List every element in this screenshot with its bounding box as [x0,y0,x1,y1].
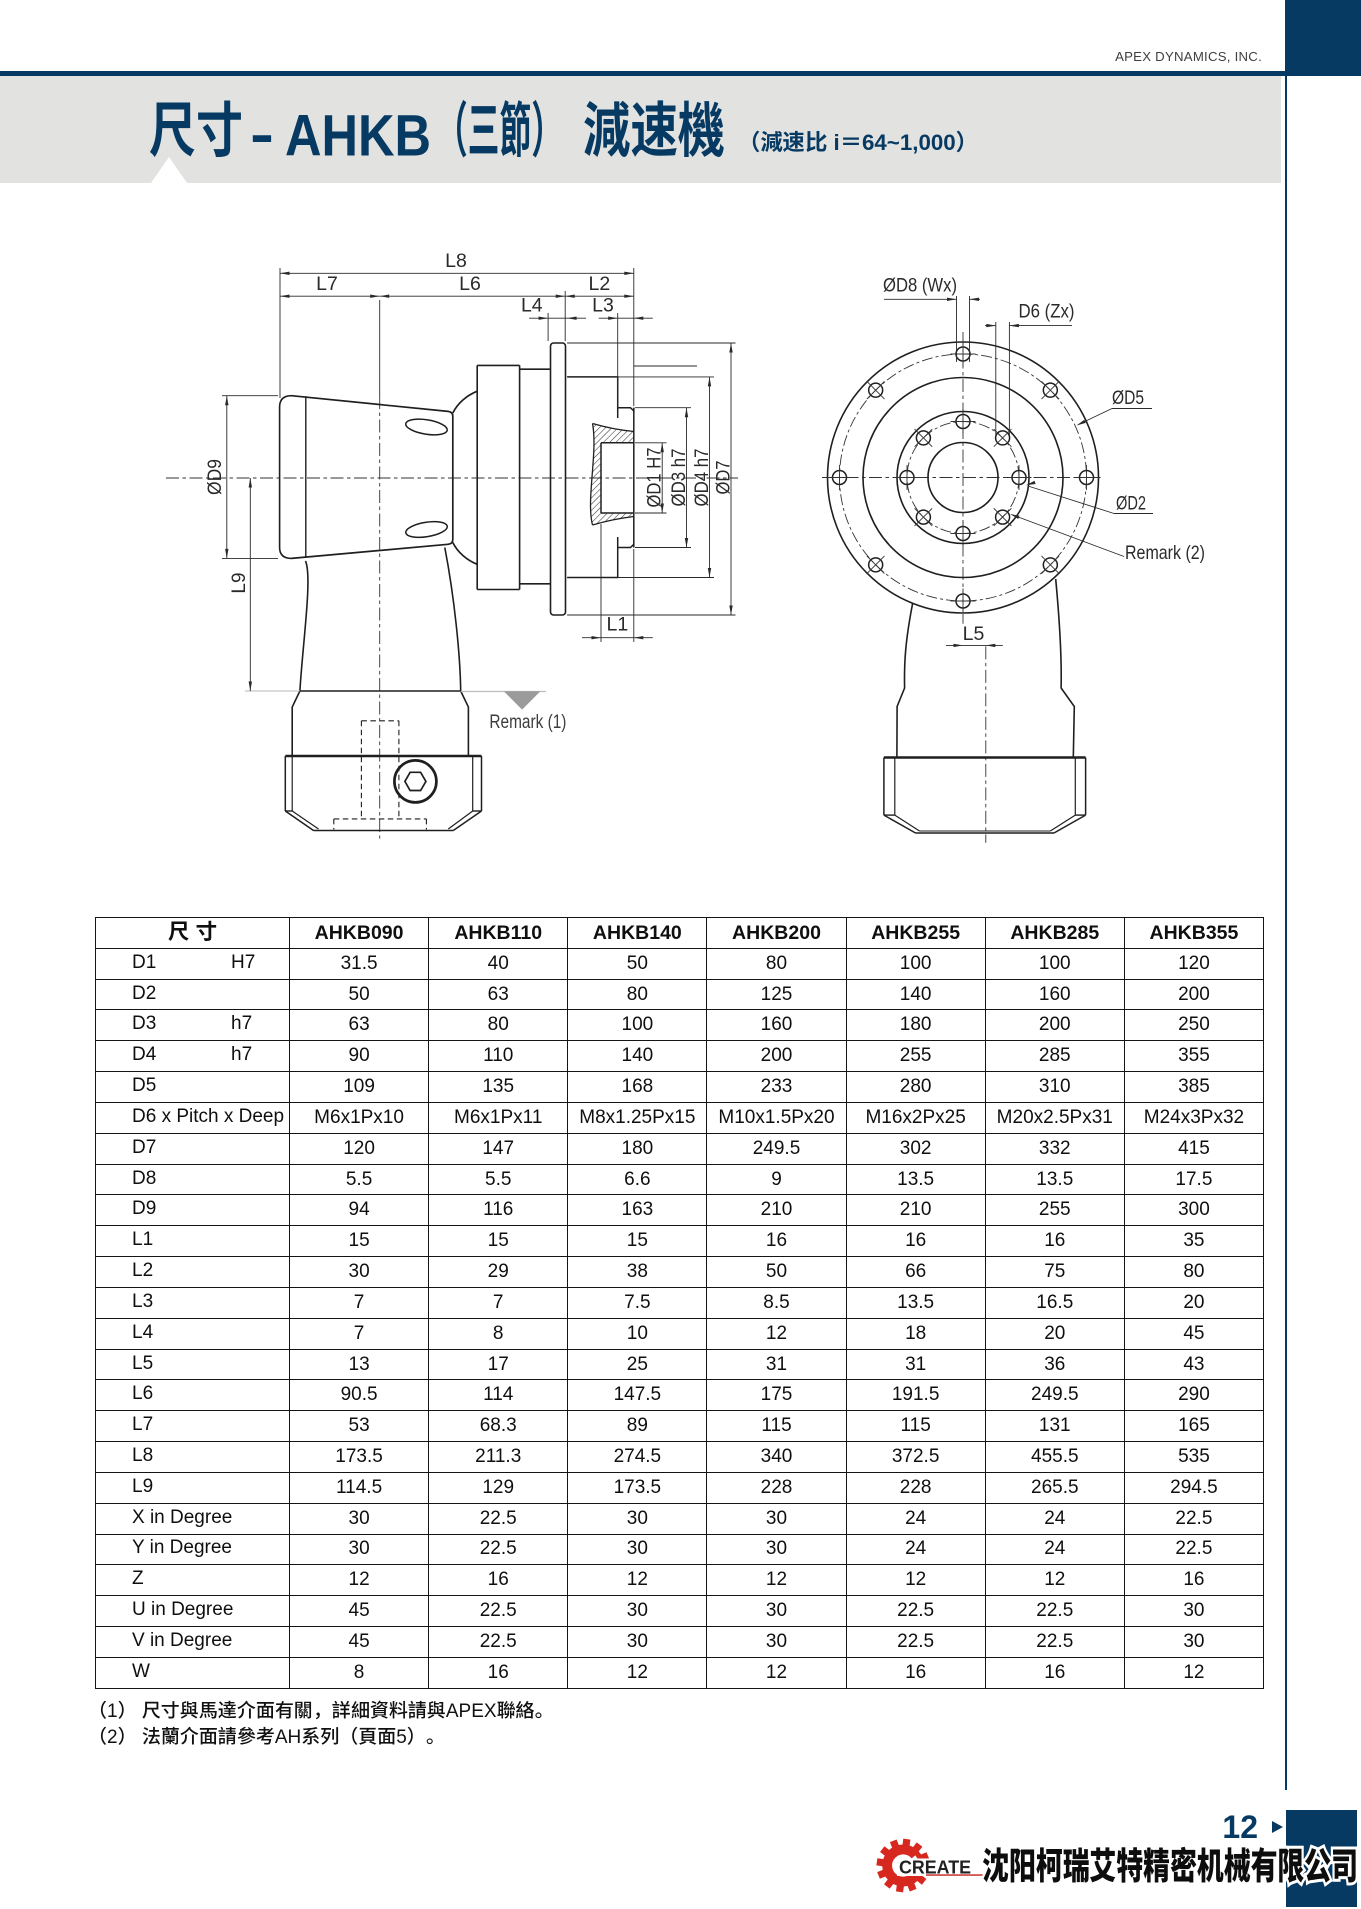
svg-text:ØD2: ØD2 [1116,493,1146,515]
svg-text:L4: L4 [521,295,543,317]
svg-text:L6: L6 [459,273,481,295]
svg-text:L3: L3 [592,295,614,317]
svg-text:L2: L2 [589,273,611,295]
svg-text:減速機: 減速機 [583,83,725,170]
svg-text:（減速比 i＝64~1,000）: （減速比 i＝64~1,000） [738,125,978,157]
svg-text:L1: L1 [607,614,629,636]
svg-text:（三節）: （三節） [436,83,563,170]
svg-text:沈阳柯瑞艾特精密机械有限公司: 沈阳柯瑞艾特精密机械有限公司 [982,1836,1358,1890]
svg-text:ØD1 H7: ØD1 H7 [645,448,666,508]
svg-text:L8: L8 [445,250,467,272]
svg-text:L7: L7 [316,273,338,295]
svg-text:-: - [250,103,274,167]
svg-text:D6 (Zx): D6 (Zx) [1019,301,1075,323]
svg-text:ØD7: ØD7 [714,461,735,495]
svg-text:ØD8 (Wx): ØD8 (Wx) [883,275,957,297]
svg-text:ØD4 h7: ØD4 h7 [692,449,713,507]
svg-text:L5: L5 [963,623,985,645]
svg-text:ØD3 h7: ØD3 h7 [669,449,690,507]
svg-text:CREATE: CREATE [899,1858,971,1878]
svg-text:AHKB: AHKB [285,104,431,169]
svg-text:L9: L9 [229,572,250,593]
svg-text:尺寸: 尺寸 [149,83,243,170]
svg-text:Remark (2): Remark (2) [1125,542,1205,564]
svg-text:ØD9: ØD9 [205,459,226,495]
svg-text:Remark (1): Remark (1) [489,712,566,733]
svg-text:ØD5: ØD5 [1112,387,1144,409]
